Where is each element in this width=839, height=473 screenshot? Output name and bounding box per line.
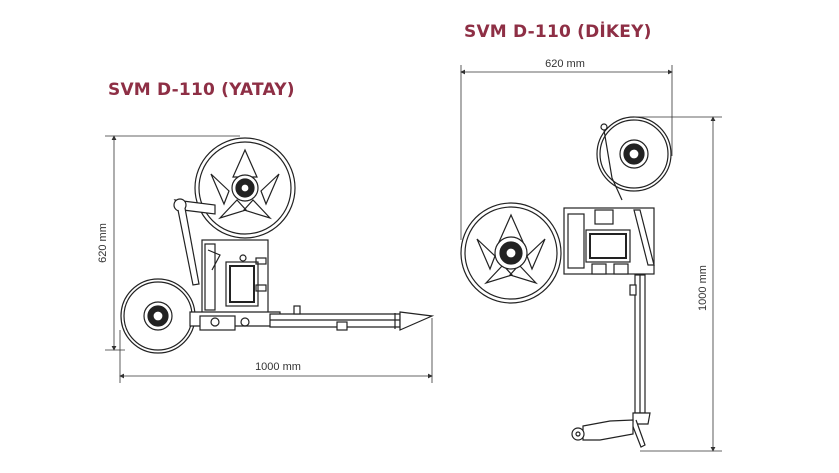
large-reel-vertical [460, 202, 562, 304]
vertical-machine [460, 116, 672, 448]
small-reel [120, 278, 196, 354]
large-reel [194, 137, 296, 239]
dim-horizontal-width: 1000 mm [255, 361, 301, 373]
title-vertical: SVM D-110 (DİKEY) [464, 22, 652, 42]
dim-horizontal-height: 620 mm [97, 223, 109, 263]
dim-vertical-height: 1000 mm [697, 265, 709, 311]
small-reel-vertical [596, 116, 672, 192]
dim-vertical-width: 620 mm [545, 58, 585, 70]
title-horizontal: SVM D-110 (YATAY) [108, 80, 295, 100]
dimension-lines-horizontal [105, 135, 433, 383]
dimension-lines-vertical [460, 65, 722, 452]
horizontal-machine [120, 137, 435, 354]
